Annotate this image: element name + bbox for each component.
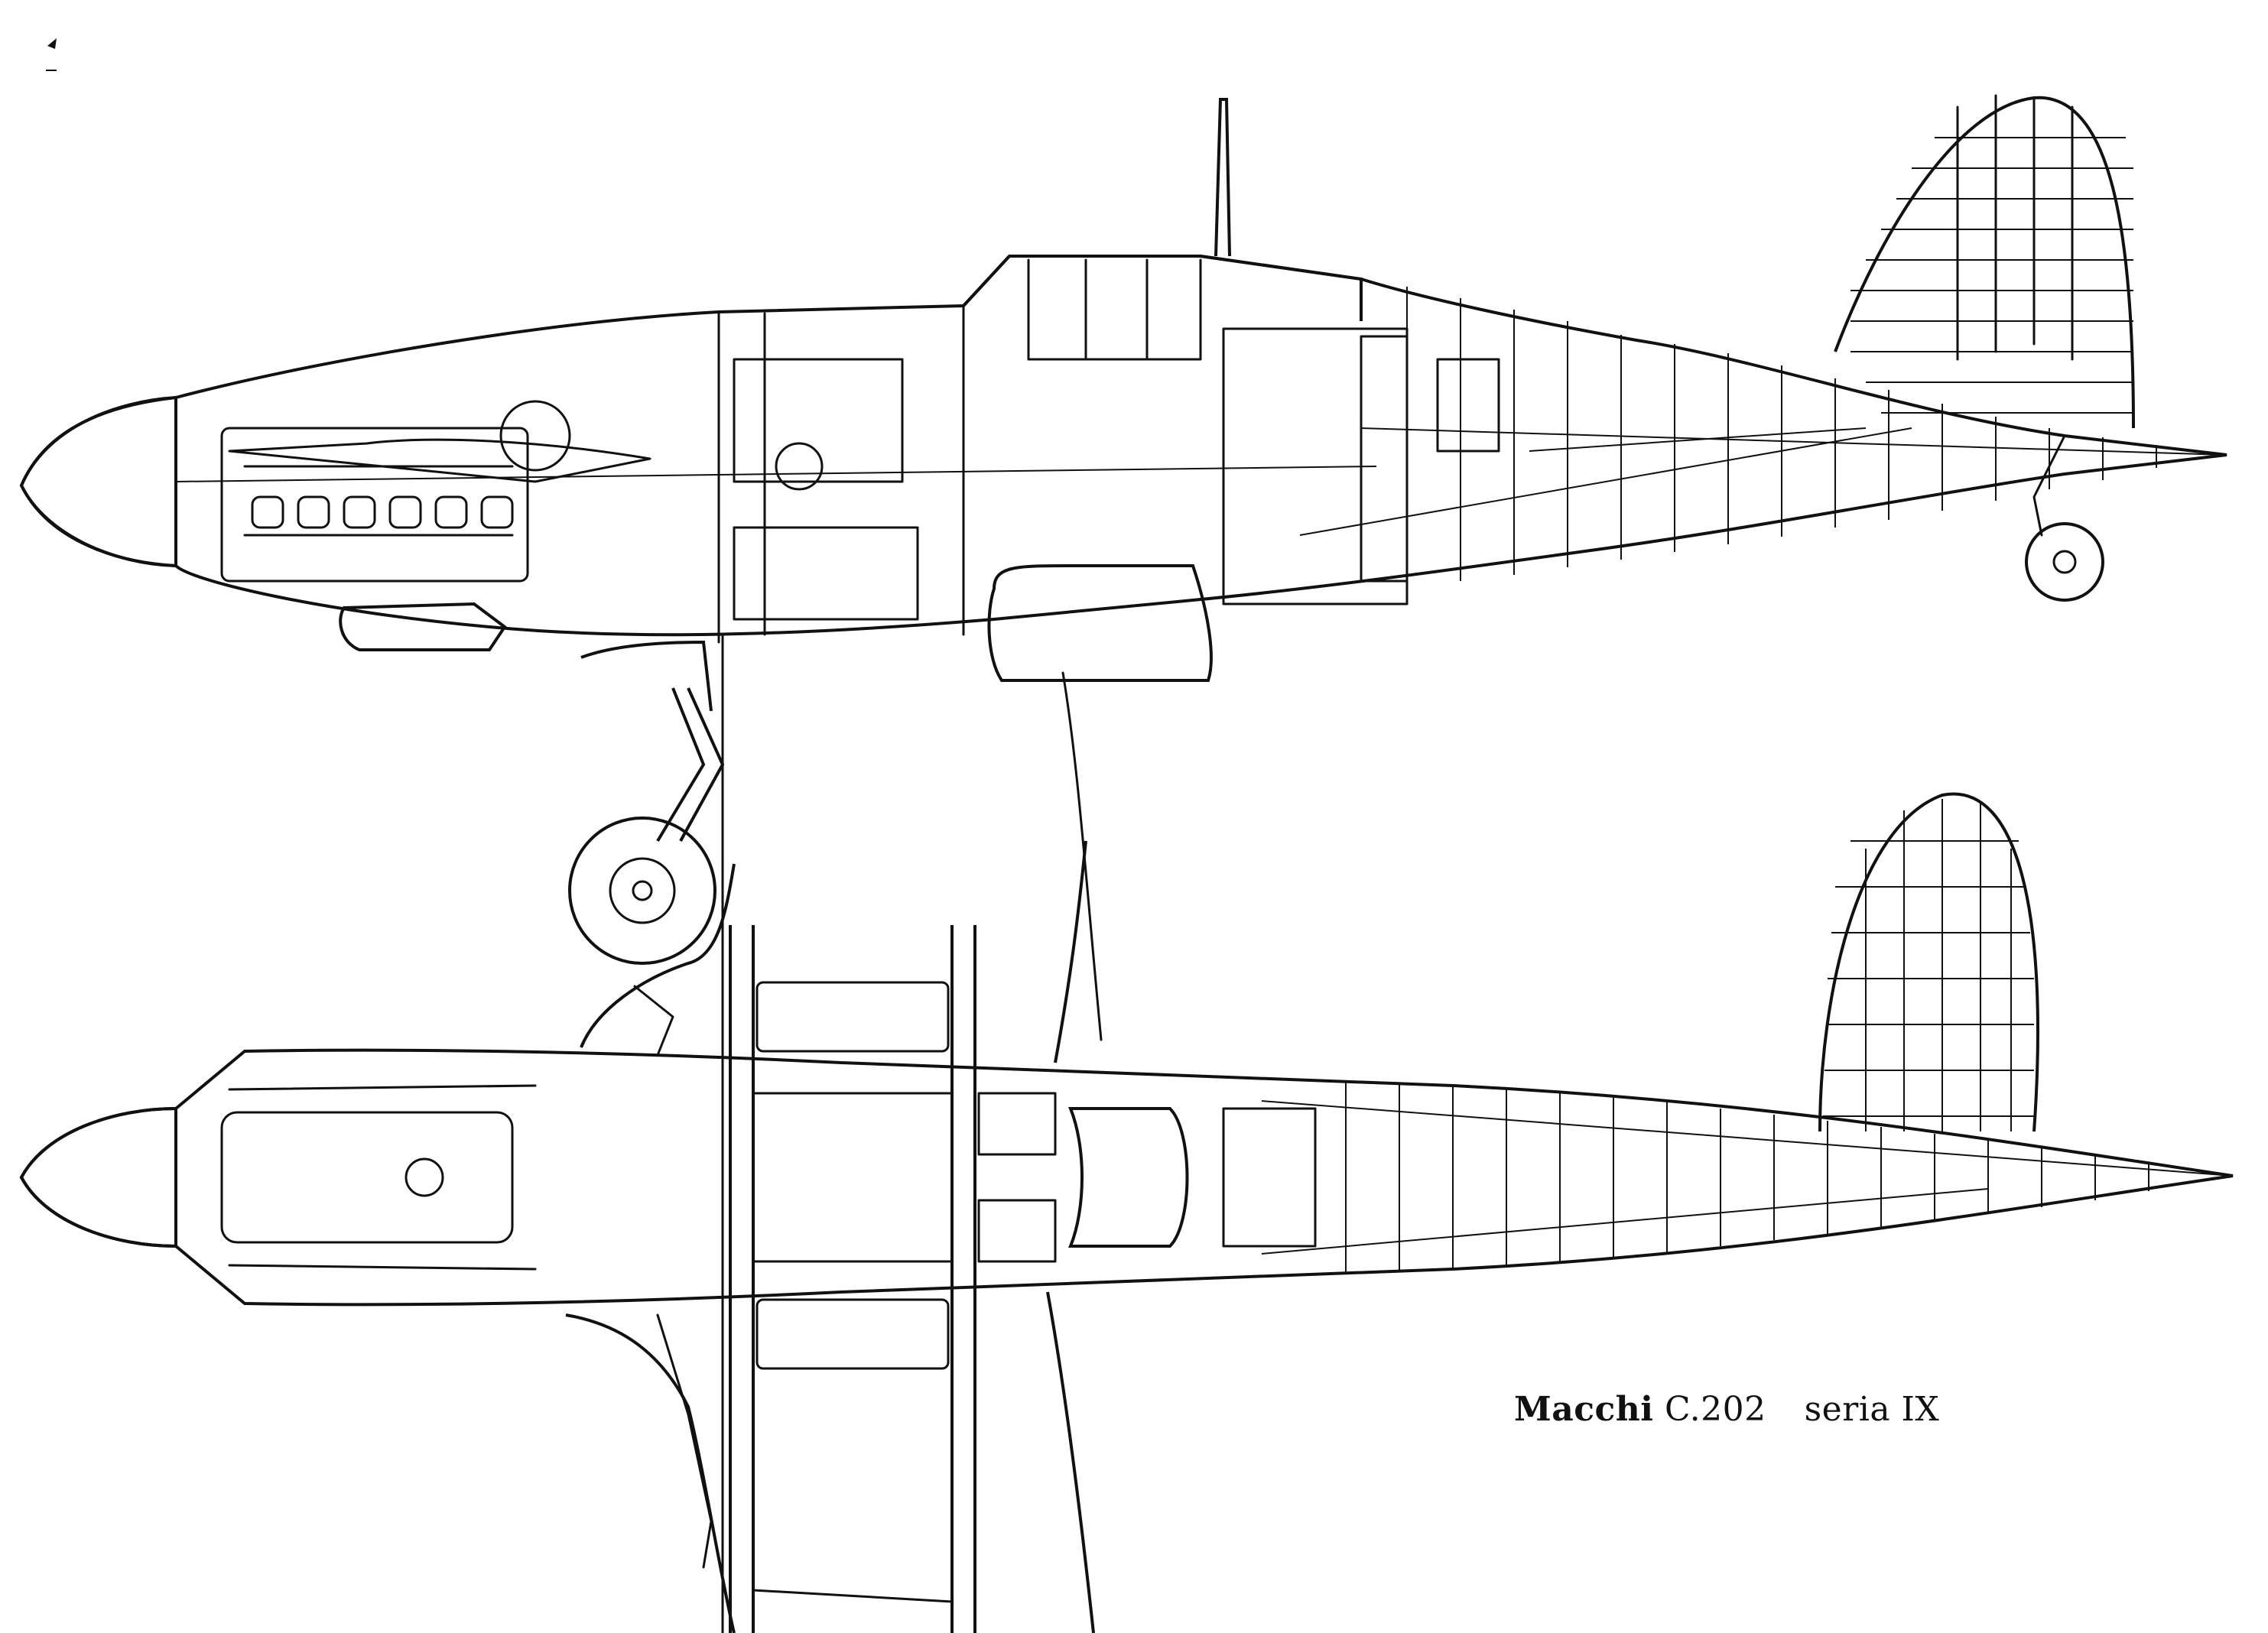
plan-wing-left bbox=[565, 1313, 736, 1633]
side-canopy bbox=[962, 255, 1363, 321]
caption-variant: seria IX bbox=[1804, 1390, 1940, 1429]
main-wheel bbox=[568, 816, 716, 965]
plan-engine bbox=[220, 1111, 514, 1244]
side-fin-rudder bbox=[1834, 96, 2135, 429]
drawing-caption: Macchi C.202 seria IX bbox=[1514, 1390, 1939, 1429]
caption-make: Macchi bbox=[1514, 1390, 1654, 1429]
corner-marks bbox=[46, 38, 57, 71]
engine-block bbox=[220, 427, 529, 583]
tailwheel bbox=[2025, 434, 2104, 602]
side-spinner bbox=[19, 395, 177, 568]
caption-model: C.202 bbox=[1665, 1390, 1766, 1429]
plan-wing-right bbox=[580, 863, 736, 1048]
oil-cooler bbox=[339, 602, 507, 651]
side-view bbox=[19, 94, 2227, 1633]
radiator-scoop bbox=[987, 564, 1213, 682]
plan-spinner bbox=[19, 1106, 177, 1248]
plan-view bbox=[19, 792, 2234, 1633]
side-fuselage-outline bbox=[19, 255, 2227, 637]
main-landing-gear-side bbox=[568, 640, 725, 965]
antenna-mast bbox=[1214, 98, 1231, 257]
plan-tailplane bbox=[1818, 792, 2039, 1132]
plan-cockpit-seat bbox=[1068, 1107, 1189, 1248]
